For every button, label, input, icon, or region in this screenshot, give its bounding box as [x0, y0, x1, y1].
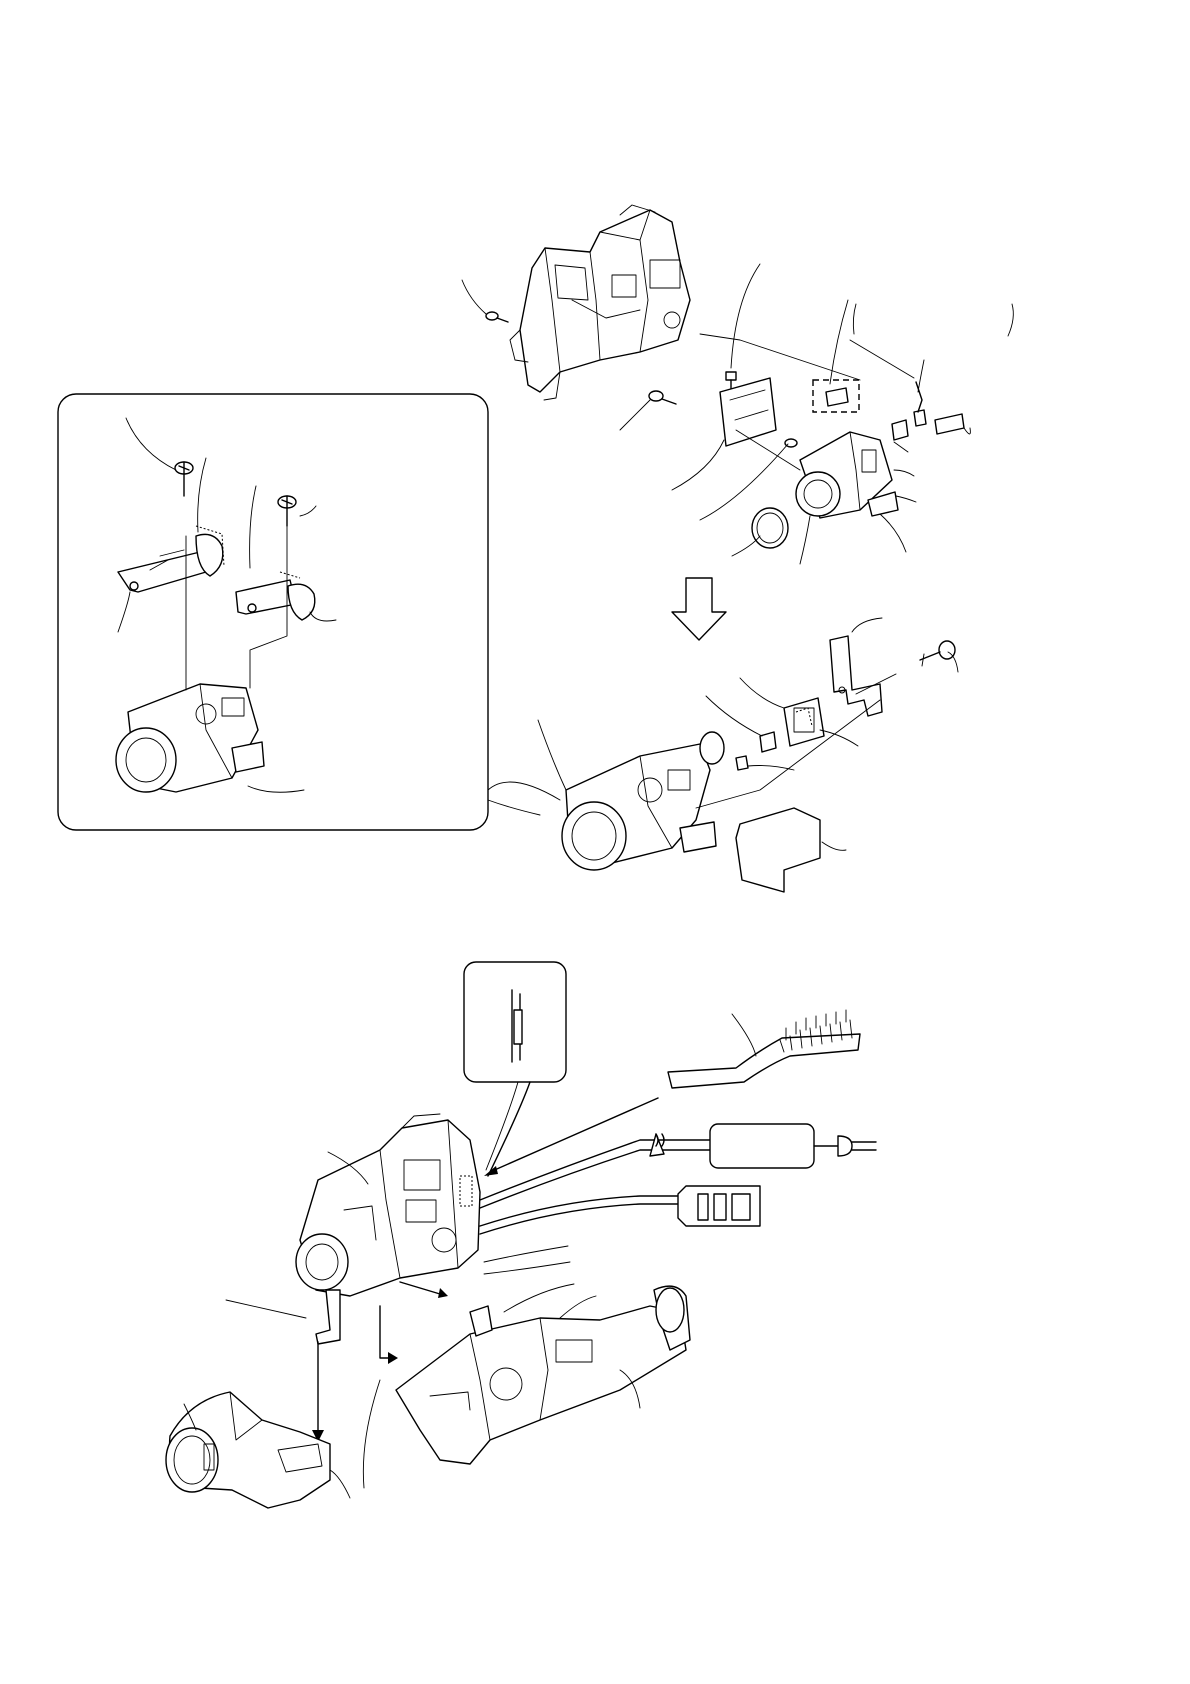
ccd-small-parts-top — [892, 382, 964, 440]
o-ring-filter — [752, 508, 788, 548]
battery-terminal — [480, 1186, 760, 1234]
connector-detail-box — [464, 962, 566, 1176]
camera-chassis-illustration — [510, 205, 690, 400]
screw-detail-right — [278, 496, 296, 526]
lens-block-detail — [116, 684, 264, 792]
lens-block-top — [796, 432, 898, 518]
screw-left-top — [486, 312, 508, 322]
focus-motor-bracket — [236, 572, 315, 620]
zoom-motor-bracket — [118, 526, 224, 592]
screw-detail-left — [175, 462, 193, 496]
viewfinder-assembly — [166, 1392, 330, 1508]
shield-sheet — [736, 808, 820, 892]
main-chassis-bottom — [296, 1114, 480, 1296]
detail-callout-dashed — [813, 380, 859, 412]
down-arrow-icon — [672, 578, 726, 640]
lens-block-middle — [562, 732, 724, 870]
screw-washer-mid — [649, 391, 676, 404]
bracket-plate-top — [720, 378, 776, 446]
cabinet-lower — [396, 1286, 690, 1464]
ccd-board-parts — [736, 698, 824, 770]
